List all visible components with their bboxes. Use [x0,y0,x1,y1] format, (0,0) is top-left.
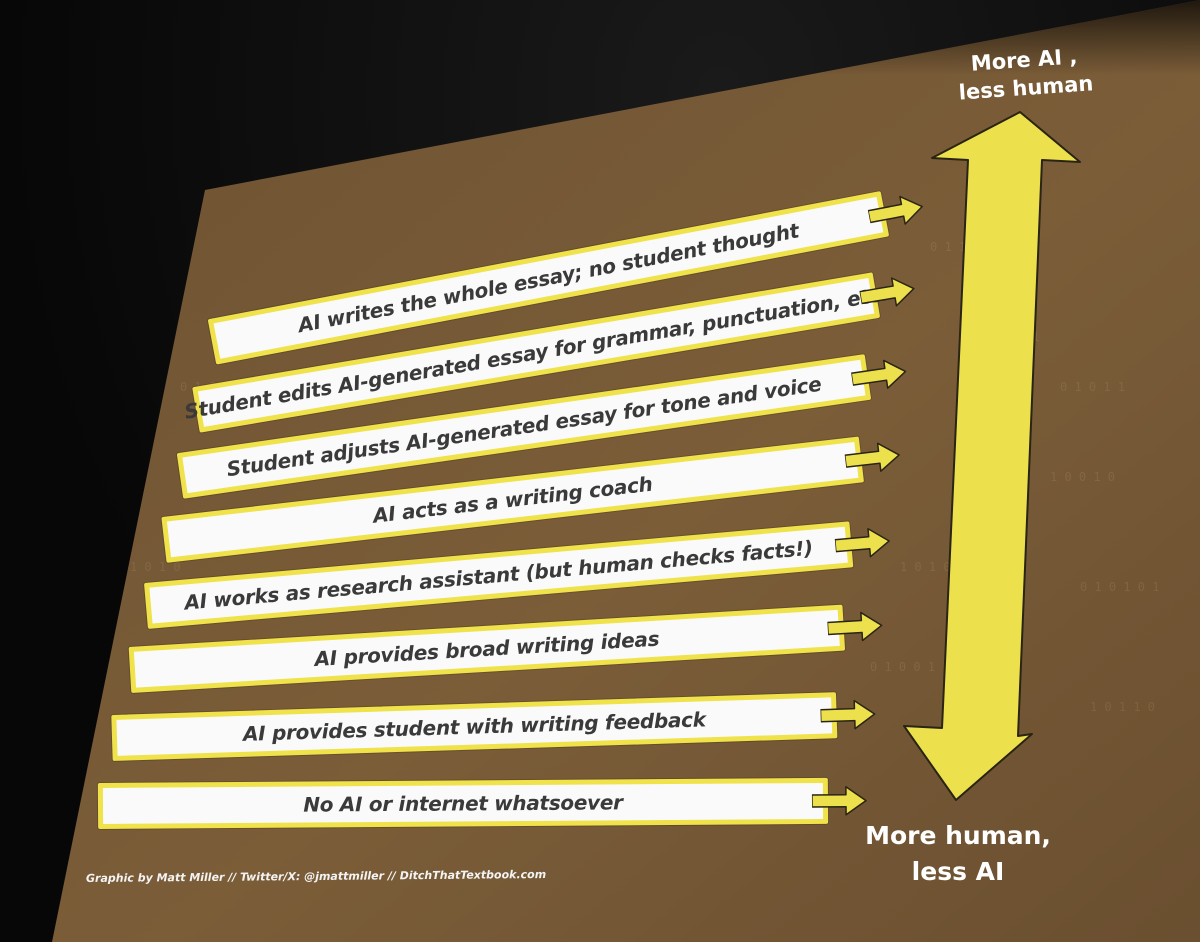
right-arrow-icon [850,359,907,389]
right-arrow-shape [826,611,883,642]
spectrum-bar: No AI or internet whatsoever [97,777,868,829]
right-arrow-shape [834,528,890,558]
right-arrow-icon [844,442,900,472]
right-arrow-icon [811,786,867,816]
right-arrow-shape [858,277,915,307]
right-arrow-shape [844,442,900,472]
spectrum-bar: Student adjusts AI-generated essay for t… [176,348,911,499]
binary-text: 0 1 0 1 0 1 [1080,580,1160,594]
spectrum-bar: AI provides broad writing ideas [128,602,885,693]
spectrum-bar: AI provides student with writing feedbac… [111,691,877,761]
right-arrow-shape [850,359,907,389]
bottom-axis-label-line2: less AI [911,857,1005,886]
spectrum-bar: AI works as research assistant (but huma… [143,518,893,629]
right-arrow-shape [811,786,867,816]
right-arrow-icon [867,195,923,225]
double-arrow-path [903,111,1081,801]
right-arrow-icon [826,611,883,642]
bottom-axis-label-line1: More human, [865,821,1051,850]
binary-text: 1 0 1 1 0 [1090,700,1156,714]
spectrum-bar: AI acts as a writing coach [161,432,903,563]
screen-top-shadow [205,0,1200,300]
bottom-axis-label: More human, less AI [858,818,1058,890]
binary-text: 0 1 0 0 1 1 [870,660,950,674]
right-arrow-icon [858,277,915,307]
right-arrow-shape [820,699,876,730]
binary-text: 0 1 0 1 1 [1060,380,1126,394]
spectrum-bar: Student edits AI-generated essay for gra… [183,266,919,433]
right-arrow-shape [867,195,923,225]
spectrum-bar: AI writes the whole essay; no student th… [207,184,929,365]
right-arrow-icon [820,699,876,730]
right-arrow-icon [834,528,890,558]
binary-text: 1 0 0 1 0 [1050,470,1116,484]
binary-text: 1 0 1 0 [130,560,181,574]
